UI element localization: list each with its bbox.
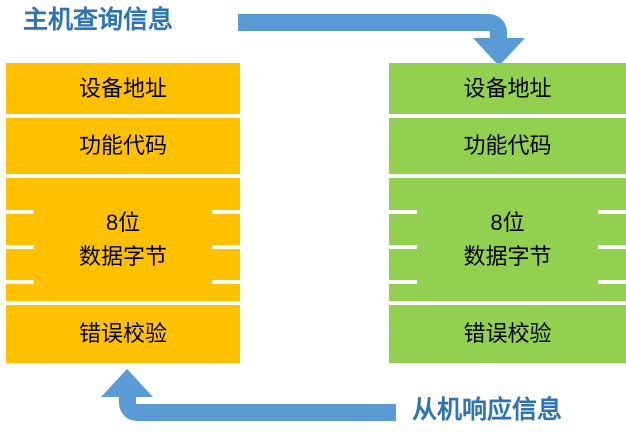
- master-row-function-code-label: 功能代码: [78, 133, 167, 159]
- slave-row-error-check: 错误校验: [389, 305, 626, 363]
- data-divider-tick: [6, 210, 34, 214]
- master-message-block: 设备地址 功能代码 8位 数据字节 错误校验: [6, 63, 240, 363]
- data-divider-tick: [6, 245, 34, 249]
- slave-row-function-code: 功能代码: [389, 118, 626, 178]
- slave-row-data-bytes-label-line2: 数据字节: [463, 243, 552, 269]
- data-divider-tick: [598, 245, 626, 249]
- data-divider-tick: [598, 210, 626, 214]
- master-row-error-check: 错误校验: [6, 305, 240, 363]
- data-divider-tick: [389, 280, 417, 284]
- master-row-device-address: 设备地址: [6, 63, 240, 118]
- slave-row-data-bytes: 8位 数据字节: [389, 178, 626, 305]
- data-divider-tick: [598, 280, 626, 284]
- master-row-device-address-label: 设备地址: [78, 75, 167, 101]
- slave-row-error-check-label: 错误校验: [463, 321, 552, 347]
- query-frame-label: 主机查询信息: [23, 6, 174, 34]
- slave-row-device-address-label: 设备地址: [463, 75, 552, 101]
- master-row-function-code: 功能代码: [6, 118, 240, 178]
- data-divider-tick: [389, 210, 417, 214]
- data-divider-tick: [212, 245, 240, 249]
- slave-row-device-address: 设备地址: [389, 63, 626, 118]
- master-row-data-bytes: 8位 数据字节: [6, 178, 240, 305]
- query-arrow-icon: [238, 14, 525, 66]
- data-divider-tick: [6, 280, 34, 284]
- response-frame-label: 从机响应信息: [412, 396, 563, 424]
- master-row-data-bytes-label-line2: 数据字节: [78, 243, 167, 269]
- slave-row-function-code-label: 功能代码: [463, 133, 552, 159]
- master-row-error-check-label: 错误校验: [78, 321, 167, 347]
- data-divider-tick: [212, 280, 240, 284]
- response-arrow-icon: [101, 369, 396, 421]
- slave-message-block: 设备地址 功能代码 8位 数据字节 错误校验: [389, 63, 626, 363]
- slave-row-data-bytes-label-line1: 8位: [490, 210, 525, 235]
- data-divider-tick: [212, 210, 240, 214]
- master-row-data-bytes-label-line1: 8位: [105, 210, 141, 235]
- data-divider-tick: [389, 245, 417, 249]
